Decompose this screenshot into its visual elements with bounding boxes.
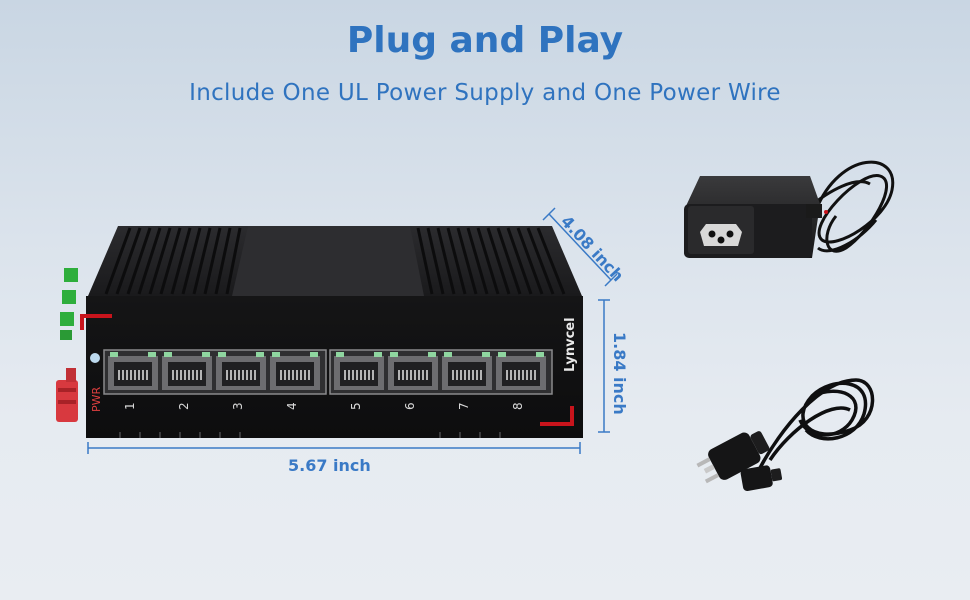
rj45-port-8: [496, 352, 546, 390]
port-number-4: 4: [285, 402, 299, 410]
power-adapter: [684, 160, 895, 258]
height-dimension: 1.84 inch: [598, 299, 629, 433]
rj45-port-4: [270, 352, 320, 390]
rj45-port-7: [442, 352, 492, 390]
power-led: [90, 353, 100, 363]
power-cord: [696, 378, 875, 492]
port-led: [374, 352, 382, 357]
ethernet-switch: PWR Lynvcel 1 2 3 4 5 6 7 8: [56, 226, 583, 438]
port-led: [148, 352, 156, 357]
page-title: Plug and Play: [346, 20, 624, 61]
port-led: [498, 352, 506, 357]
width-dimension: 5.67 inch: [87, 442, 581, 475]
red-corner-marker: [80, 314, 112, 330]
width-dimension-label: 5.67 inch: [288, 456, 371, 475]
port-number-7: 7: [457, 402, 471, 410]
port-led: [256, 352, 264, 357]
port-led: [272, 352, 280, 357]
port-led: [444, 352, 452, 357]
port-number-6: 6: [403, 402, 417, 410]
power-connector: [56, 368, 78, 422]
rj45-port-5: [334, 352, 384, 390]
brand-label: Lynvcel: [563, 317, 578, 372]
heatsink-fins-right: [416, 227, 566, 295]
red-corner-marker: [540, 406, 574, 426]
port-led: [536, 352, 544, 357]
ethernet-ports: [103, 349, 553, 395]
port-led: [164, 352, 172, 357]
port-led: [336, 352, 344, 357]
power-label: PWR: [90, 386, 103, 412]
port-number-2: 2: [177, 402, 191, 410]
rj45-port-2: [162, 352, 212, 390]
port-number-1: 1: [123, 402, 137, 410]
port-number-5: 5: [349, 402, 363, 410]
green-terminal-block: [60, 268, 78, 340]
port-led: [390, 352, 398, 357]
height-dimension-label: 1.84 inch: [610, 332, 629, 415]
port-led: [310, 352, 318, 357]
heatsink-fins-left: [104, 227, 242, 295]
port-led: [202, 352, 210, 357]
port-number-3: 3: [231, 402, 245, 410]
page-subtitle: Include One UL Power Supply and One Powe…: [189, 80, 781, 106]
port-led: [482, 352, 490, 357]
port-number-8: 8: [511, 402, 525, 410]
rj45-port-6: [388, 352, 438, 390]
port-led: [428, 352, 436, 357]
port-led: [218, 352, 226, 357]
port-led: [110, 352, 118, 357]
rj45-port-1: [108, 352, 158, 390]
rj45-port-3: [216, 352, 266, 390]
